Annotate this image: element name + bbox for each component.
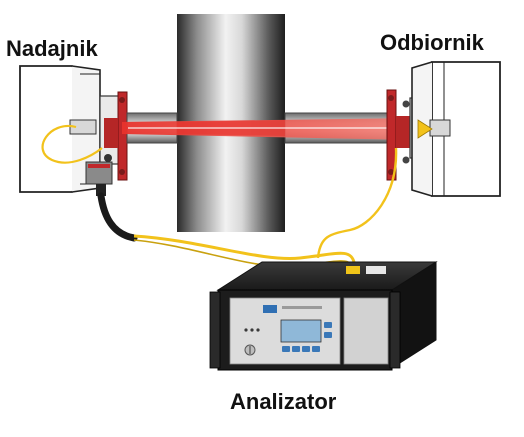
transmitter-fiber-loop <box>41 124 103 164</box>
analyzer-label: Analizator <box>230 389 337 414</box>
receiver-label: Odbiornik <box>380 30 484 55</box>
black-cable <box>97 192 138 242</box>
analyzer-text-plate <box>282 306 322 309</box>
keypad <box>282 322 332 352</box>
status-leds <box>244 328 260 332</box>
detector-arrow-icon <box>417 119 433 139</box>
lcd-screen <box>280 319 322 343</box>
transmitter-flange <box>104 91 128 181</box>
analyzer-logo-icon <box>263 305 277 313</box>
key-switch-icon <box>244 344 256 356</box>
laser-beam <box>122 118 414 140</box>
junction-box <box>85 161 113 196</box>
analyzer-unit <box>209 261 438 371</box>
transmitter-label: Nadajnik <box>6 36 98 61</box>
receiver-flange <box>386 89 410 181</box>
